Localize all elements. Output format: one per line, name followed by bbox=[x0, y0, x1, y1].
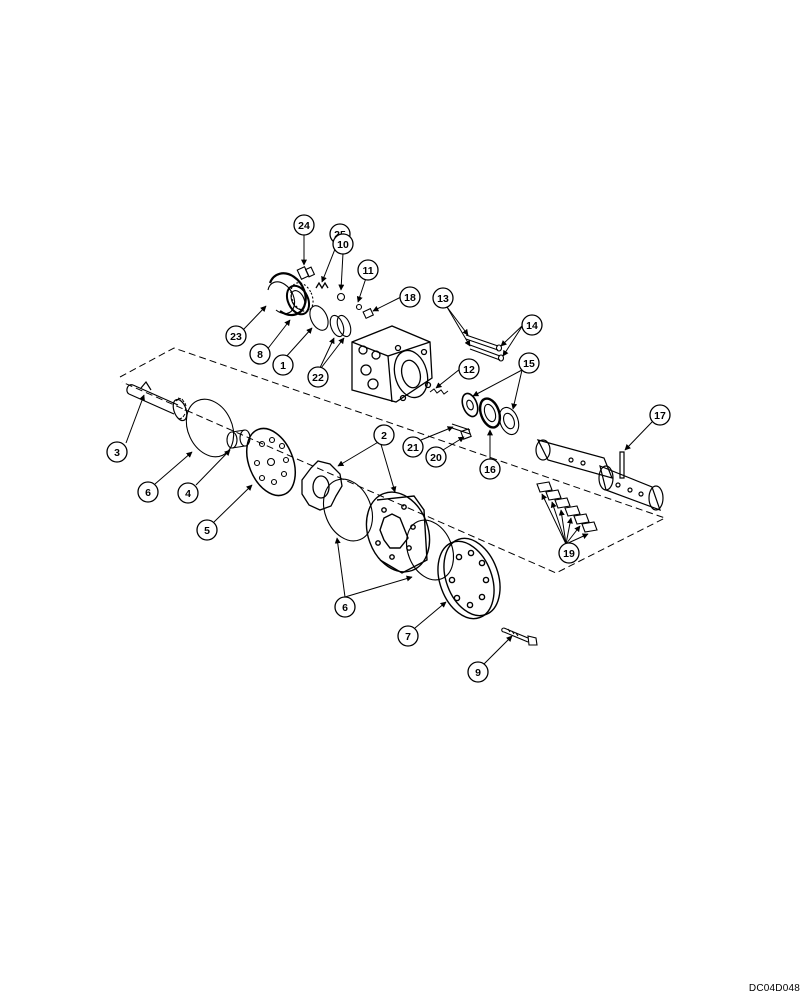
svg-text:1: 1 bbox=[280, 360, 286, 372]
svg-text:22: 22 bbox=[312, 372, 324, 384]
svg-text:6: 6 bbox=[145, 487, 151, 499]
callout-10: 10 bbox=[332, 233, 354, 255]
svg-text:12: 12 bbox=[463, 364, 475, 376]
callout-17: 17 bbox=[649, 404, 671, 426]
gerotor-ring-part bbox=[365, 491, 431, 574]
callout-11: 11 bbox=[357, 259, 379, 281]
spool-sleeve-part bbox=[535, 439, 664, 512]
leader-lines bbox=[125, 235, 653, 665]
spacer-plate-part bbox=[246, 427, 296, 497]
callout-7: 7 bbox=[397, 625, 419, 647]
pins-part bbox=[465, 334, 505, 362]
small-ball-part bbox=[355, 303, 363, 311]
callout-3: 3 bbox=[106, 441, 128, 463]
svg-text:2: 2 bbox=[381, 430, 387, 442]
gerotor-star-part bbox=[301, 460, 343, 511]
plug-part bbox=[362, 307, 375, 320]
callout-12: 12 bbox=[458, 358, 480, 380]
bushing-part bbox=[460, 428, 472, 440]
callout-6-upper: 6 bbox=[137, 481, 159, 503]
callout-19: 19 bbox=[558, 542, 580, 564]
callout-23: 23 bbox=[225, 325, 247, 347]
callout-18: 18 bbox=[399, 286, 421, 308]
upper-o-ring-part bbox=[185, 398, 235, 458]
callout-5: 5 bbox=[196, 519, 218, 541]
svg-text:10: 10 bbox=[337, 239, 349, 251]
svg-text:24: 24 bbox=[298, 220, 310, 232]
drive-shaft-part bbox=[126, 380, 188, 422]
svg-text:6: 6 bbox=[342, 602, 348, 614]
parts-illustration bbox=[126, 266, 664, 646]
svg-text:20: 20 bbox=[430, 452, 442, 464]
svg-text:18: 18 bbox=[404, 292, 416, 304]
callout-24: 24 bbox=[293, 214, 315, 236]
svg-text:23: 23 bbox=[230, 331, 242, 343]
thrust-bearing-part bbox=[478, 397, 502, 429]
callout-8: 8 bbox=[249, 343, 271, 365]
end-cap-part bbox=[437, 537, 501, 620]
drawing-code: DC04D048 bbox=[748, 983, 800, 994]
svg-text:17: 17 bbox=[654, 410, 666, 422]
callout-2: 2 bbox=[373, 424, 395, 446]
assembly-boundary bbox=[119, 347, 667, 574]
callout-6-lower: 6 bbox=[334, 596, 356, 618]
svg-text:8: 8 bbox=[257, 349, 263, 361]
washer-part bbox=[461, 392, 479, 418]
svg-text:19: 19 bbox=[563, 548, 575, 560]
svg-text:4: 4 bbox=[185, 488, 191, 500]
callout-14: 14 bbox=[521, 314, 543, 336]
callout-20: 20 bbox=[425, 446, 447, 468]
svg-text:16: 16 bbox=[484, 464, 496, 476]
svg-text:7: 7 bbox=[405, 631, 411, 643]
centering-springs-part bbox=[536, 481, 598, 533]
middle-o-ring-part bbox=[322, 478, 374, 542]
callout-1: 1 bbox=[272, 354, 294, 376]
callout-16: 16 bbox=[479, 458, 501, 480]
svg-text:5: 5 bbox=[204, 525, 210, 537]
svg-text:14: 14 bbox=[526, 320, 538, 332]
callout-22: 22 bbox=[307, 366, 329, 388]
callout-4: 4 bbox=[177, 482, 199, 504]
callout-13: 13 bbox=[432, 287, 454, 309]
small-spring-part bbox=[429, 388, 449, 395]
race-part bbox=[498, 406, 520, 436]
spring-part bbox=[315, 281, 329, 290]
svg-text:9: 9 bbox=[475, 667, 481, 679]
svg-text:11: 11 bbox=[362, 265, 373, 277]
svg-text:13: 13 bbox=[437, 293, 449, 305]
callout-15: 15 bbox=[518, 352, 540, 374]
cap-bolt-part bbox=[501, 627, 538, 646]
callout-21: 21 bbox=[402, 436, 424, 458]
seal-part bbox=[285, 282, 314, 316]
o-ring-part bbox=[309, 305, 329, 331]
lower-o-ring-part bbox=[405, 519, 455, 581]
seal-rings-part bbox=[329, 314, 352, 338]
ball-part bbox=[336, 292, 346, 302]
callout-9: 9 bbox=[467, 661, 489, 683]
callouts: 24 2 5 10 11 18 23 8 1 22 13 14 12 15 3 2… bbox=[106, 214, 671, 683]
svg-text:15: 15 bbox=[523, 358, 535, 370]
valve-housing-part bbox=[351, 325, 433, 403]
fitting-part bbox=[296, 266, 316, 280]
svg-text:21: 21 bbox=[407, 442, 419, 454]
svg-text:3: 3 bbox=[114, 447, 120, 459]
